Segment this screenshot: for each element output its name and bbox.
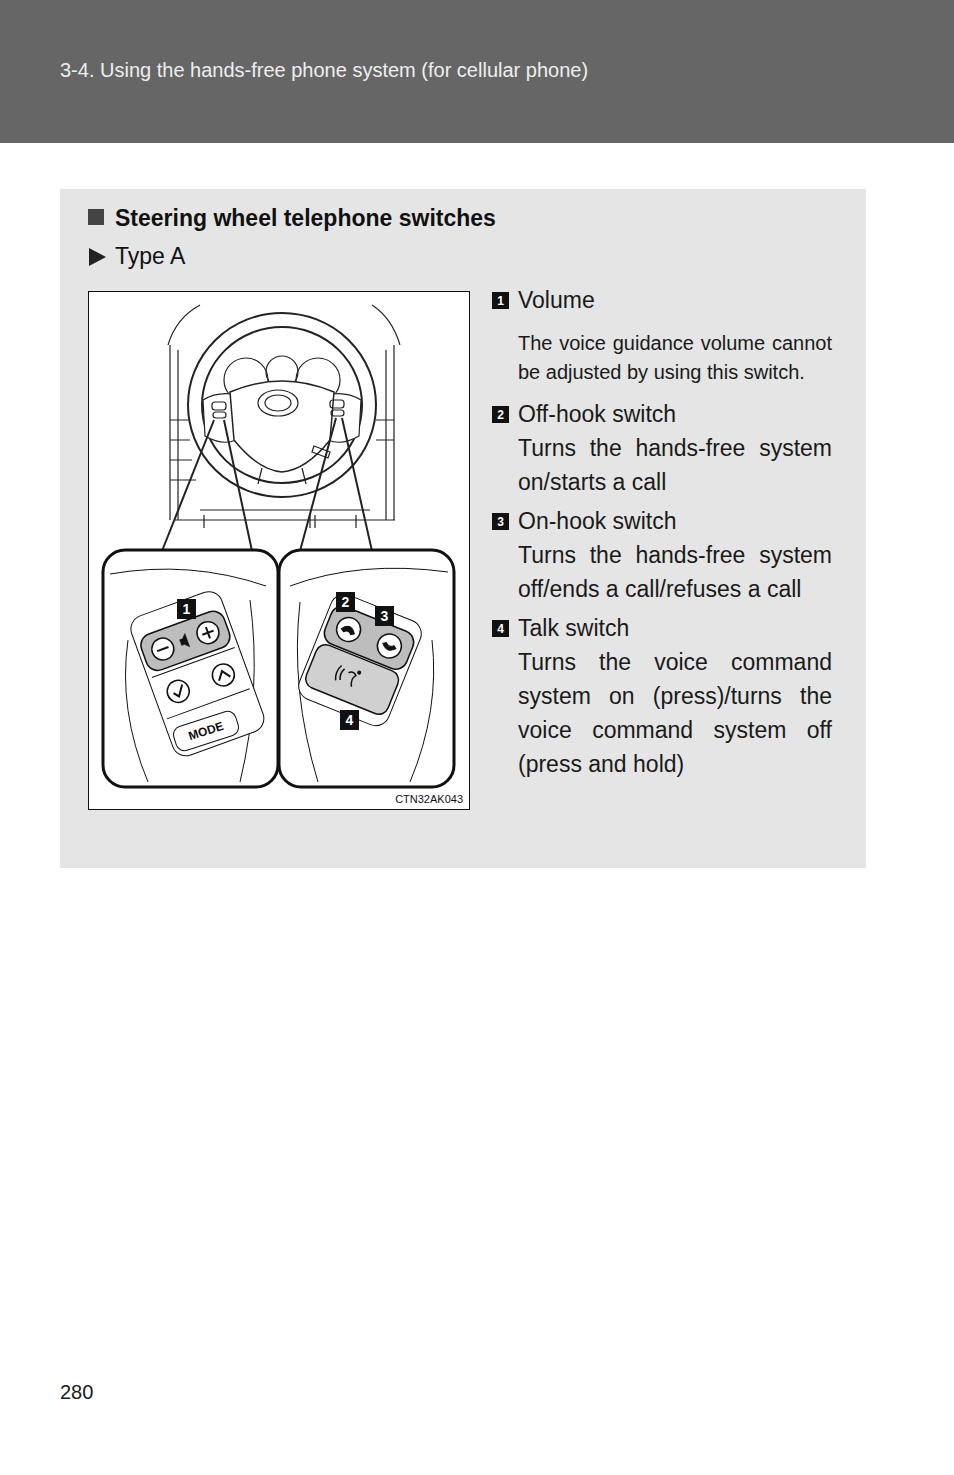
item-column: VolumeThe voice guidance volume cannot b… (518, 283, 832, 781)
on-hook-button (374, 630, 405, 661)
callout-number: 4 (492, 620, 509, 637)
spoke-outline (290, 568, 448, 782)
wheel-rim (188, 313, 376, 497)
wheel-emblem (265, 395, 291, 411)
panel-fill (60, 189, 866, 868)
handset-symbol (341, 624, 357, 636)
header-band-fill (0, 0, 954, 143)
wheel-emblem (258, 390, 298, 416)
voice-symbol (357, 671, 361, 675)
callout-number: 4 (340, 710, 359, 730)
callout-number: 3 (375, 606, 394, 626)
callout-text: 4 (346, 712, 354, 729)
caret-symbol (216, 669, 230, 681)
leader-line (162, 420, 252, 551)
leader-line (300, 418, 372, 551)
check-symbol (172, 685, 186, 698)
callout-number: 3 (492, 513, 509, 530)
figure-code: CTN32AK043 (395, 793, 463, 806)
item-description: Turns the hands-free system off/ends a c… (518, 538, 832, 606)
switch-bezel (127, 588, 268, 760)
item-description: Turns the voice command system on (press… (518, 645, 832, 781)
callout-number: 2 (336, 592, 355, 612)
inset-views (103, 550, 454, 787)
item-heading: On-hook switch (518, 504, 832, 538)
frame-fill (88, 291, 470, 810)
callout-text: 1 (497, 294, 504, 308)
switch-pad (212, 402, 226, 410)
volume-switch-cluster (127, 588, 268, 760)
handset-symbol (381, 642, 396, 653)
minus-symbol (157, 647, 168, 651)
wheel-hub (230, 381, 334, 472)
section-bullet (88, 209, 104, 225)
header-band: 3-4. Using the hands-free phone system (… (0, 0, 954, 143)
page-number: 280 (60, 1380, 93, 1404)
dash-line (372, 305, 400, 345)
plus-symbol (200, 625, 215, 640)
type-label: Type A (115, 242, 185, 270)
callout-number: 1 (177, 599, 196, 619)
callout-number: 2 (492, 406, 509, 423)
switch-pad (330, 400, 344, 408)
speaker-symbol (178, 634, 189, 650)
item-description: Turns the hands-free system on/starts a … (518, 431, 832, 499)
item-heading: Volume (518, 283, 832, 317)
callout-text: 3 (381, 608, 389, 625)
steering-wheel-illustration (162, 305, 400, 551)
info-panel: Steering wheel telephone switchesType A C… (60, 189, 866, 868)
callout-text: 2 (497, 408, 504, 422)
mode-button: MODE (171, 708, 242, 753)
callout-number: 1 (492, 292, 509, 309)
wheel-spoke (258, 468, 306, 484)
off-hook-button (333, 614, 364, 645)
phone-switch-cluster (295, 590, 426, 730)
type-arrow (89, 248, 106, 266)
volume-down-button (149, 635, 177, 663)
switch-divider (167, 689, 250, 719)
section-title: Steering wheel telephone switches (115, 204, 496, 232)
switch-pad (213, 412, 226, 418)
item-heading: Talk switch (518, 611, 832, 645)
callout-text: 3 (497, 515, 504, 529)
select-button (164, 677, 192, 705)
switch-pad (331, 410, 344, 416)
callout-text: 4 (497, 622, 504, 636)
inset-frame (279, 550, 454, 787)
callout-text: 2 (342, 594, 350, 611)
inset-frame (103, 550, 278, 787)
header-text: 3-4. Using the hands-free phone system (… (60, 58, 588, 82)
button-label: MODE (187, 719, 226, 743)
talk-switch (303, 642, 402, 718)
item-heading: Off-hook switch (518, 397, 832, 431)
dash-line (175, 510, 395, 520)
volume-up-button (194, 619, 222, 647)
switch-bezel (295, 590, 426, 730)
callout-text: 1 (183, 601, 191, 618)
item-note: The voice guidance volume cannot be adju… (518, 329, 832, 387)
voice-symbol (334, 665, 358, 687)
up-button (209, 661, 237, 689)
dash-line (168, 305, 200, 345)
illustration-frame: CTN32AK043 1 2 3 4 MODE (88, 291, 470, 810)
dash-line (204, 515, 356, 528)
